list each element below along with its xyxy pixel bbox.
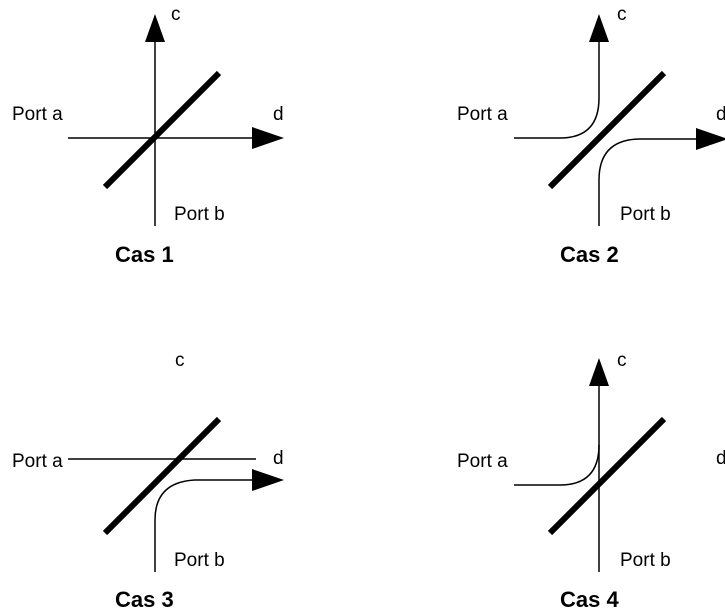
arrow-right-icon [252, 469, 284, 491]
arrow-up-icon [145, 14, 165, 42]
mirror-diagonal [547, 70, 667, 190]
curve-port-b-to-d [154, 479, 256, 572]
curve-port-a-to-c [514, 444, 600, 486]
port-b-label: Port b [620, 550, 671, 571]
case-title: Cas 1 [115, 242, 174, 267]
curve-port-a-to-c [514, 34, 600, 139]
label-c: c [617, 350, 627, 371]
label-c: c [617, 4, 627, 25]
port-b-label: Port b [174, 204, 225, 225]
label-d: d [273, 104, 284, 125]
port-a-label: Port a [12, 451, 63, 472]
label-d: d [716, 104, 725, 125]
case-title: Cas 2 [560, 242, 619, 267]
case-title: Cas 4 [560, 587, 619, 612]
arrow-right-icon [696, 128, 725, 150]
mirror-diagonal [102, 70, 222, 190]
mirror-diagonal [547, 416, 667, 536]
arrow-up-icon [589, 14, 609, 42]
arrow-right-icon [252, 127, 284, 149]
panel-cas-1: c d Port a Port b Cas 1 [12, 4, 284, 267]
port-a-label: Port a [457, 451, 508, 472]
port-a-label: Port a [457, 104, 508, 125]
case-title: Cas 3 [115, 587, 174, 612]
port-b-label: Port b [620, 204, 671, 225]
label-d: d [716, 448, 725, 469]
mirror-diagonal [102, 416, 222, 536]
arrow-up-icon [589, 358, 609, 386]
panel-cas-4: c d Port a Port b Cas 4 [457, 350, 725, 612]
panel-cas-2: c d Port a Port b Cas 2 [457, 4, 725, 267]
port-b-label: Port b [174, 550, 225, 571]
label-d: d [273, 448, 284, 469]
label-c: c [175, 350, 185, 371]
curve-port-b-to-d [598, 138, 700, 226]
port-a-label: Port a [12, 104, 63, 125]
label-c: c [171, 4, 181, 25]
panel-cas-3: c d Port a Port b Cas 3 [12, 350, 284, 612]
